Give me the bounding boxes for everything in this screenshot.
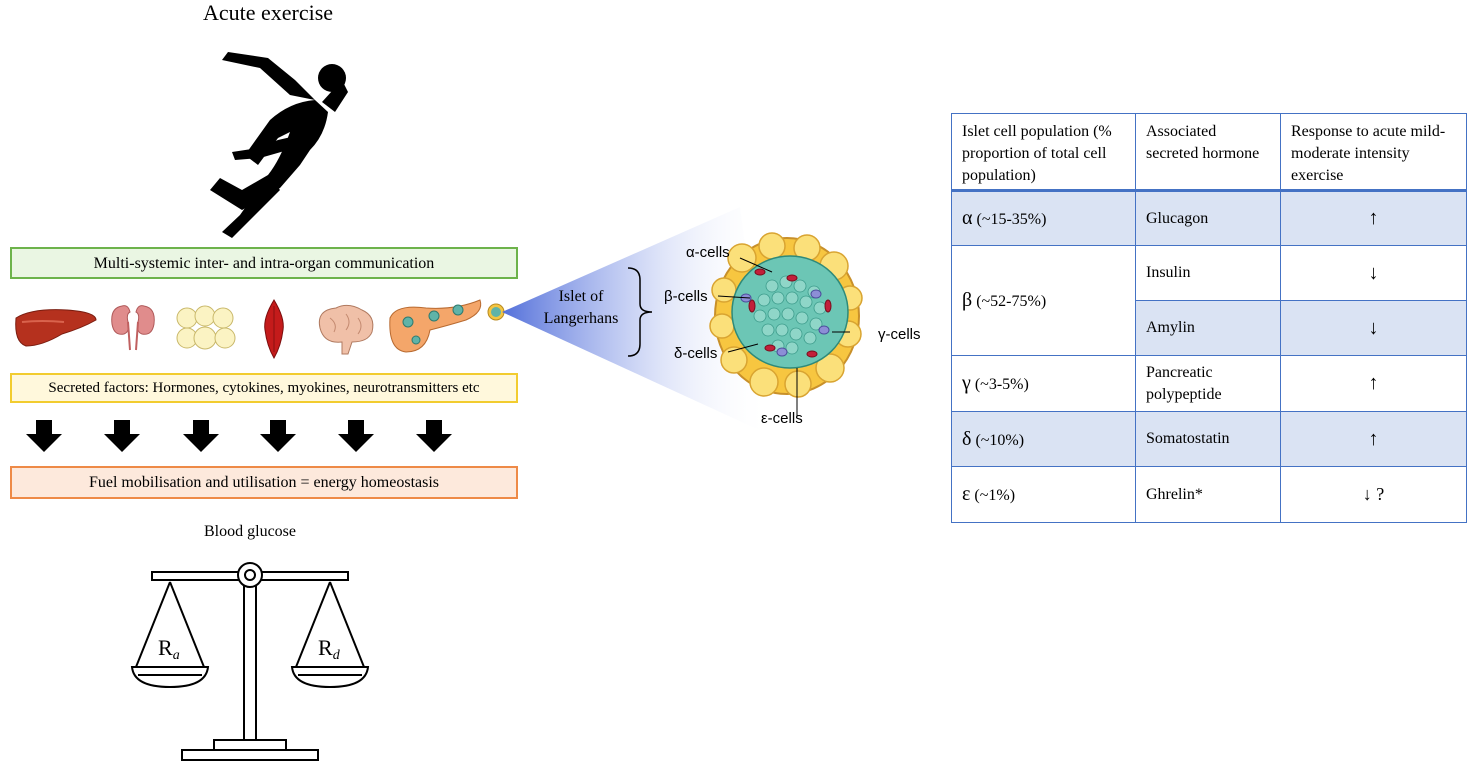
runner-silhouette — [210, 52, 348, 238]
table-row: α (~15-35%) Glucagon ↑ — [951, 190, 1467, 246]
cell-hormone: Somatostatin — [1135, 411, 1281, 467]
cell-population: δ (~10%) — [951, 411, 1136, 467]
cell-response: ↑ — [1280, 355, 1467, 412]
cell-hormone: Amylin — [1135, 300, 1281, 356]
balance-scale: Ra Rd — [130, 562, 370, 761]
column-header-hormone: Associated secreted hormone — [1135, 113, 1281, 192]
down-arrow-icon — [183, 420, 219, 452]
cell-response: ↓ — [1280, 245, 1467, 301]
column-header-response: Response to acute mild-moderate intensit… — [1280, 113, 1467, 192]
kidney-icon — [111, 305, 155, 351]
muscle-icon — [264, 299, 284, 359]
figure-title: Acute exercise — [202, 0, 334, 25]
zoom-beam — [502, 207, 770, 435]
cell-hormone: Insulin — [1135, 245, 1281, 301]
table-row: δ (~10%) Somatostatin ↑ — [951, 411, 1467, 467]
down-arrow-icon — [26, 420, 62, 452]
blood-glucose-label: Blood glucose — [204, 523, 296, 540]
cell-hormone: Ghrelin* — [1135, 466, 1281, 523]
cell-population: α (~15-35%) — [951, 190, 1136, 246]
gamma-cells-label: γ-cells — [878, 326, 921, 343]
islet-bracket — [627, 267, 653, 357]
liver-icon — [15, 309, 97, 347]
cell-hormone: Pancreatic polypeptide — [1135, 355, 1281, 412]
cell-response: ↑ — [1280, 190, 1467, 246]
cell-response: ↑ — [1280, 411, 1467, 467]
column-header-population: Islet cell population (% proportion of t… — [951, 113, 1136, 192]
table-row: Amylin ↓ — [952, 300, 1467, 356]
brain-icon — [318, 304, 374, 355]
fuel-homeostasis-box: Fuel mobilisation and utilisation = ener… — [10, 466, 518, 499]
cell-hormone: Glucagon — [1135, 190, 1281, 246]
down-arrow-icon — [104, 420, 140, 452]
down-arrows — [26, 420, 452, 452]
down-arrow-icon — [260, 420, 296, 452]
beta-cells-label: β-cells — [664, 288, 708, 305]
communication-box: Multi-systemic inter- and intra-organ co… — [10, 247, 518, 279]
cell-response: ↓ ? — [1280, 466, 1467, 523]
rate-disappearance-label: Rd — [318, 635, 341, 663]
islet-diagram — [709, 232, 863, 398]
cell-response: ↓ — [1280, 300, 1467, 356]
epsilon-cells-label: ε-cells — [761, 410, 803, 427]
down-arrow-icon — [416, 420, 452, 452]
table-row: ε (~1%) Ghrelin* ↓ ? — [951, 466, 1467, 523]
cell-population: ε (~1%) — [951, 466, 1136, 523]
delta-cells-label: δ-cells — [674, 345, 718, 362]
islet-label-leaders — [717, 257, 850, 416]
rate-appearance-label: Ra — [158, 635, 180, 663]
table-row: β (~52-75%) Insulin ↓ — [951, 245, 1467, 356]
cell-population: β (~52-75%) — [951, 245, 1136, 356]
table-row: γ (~3-5%) Pancreatic polypeptide ↑ — [951, 355, 1467, 412]
down-arrow-icon — [338, 420, 374, 452]
islet-hormone-table: Islet cell population (% proportion of t… — [951, 113, 1467, 523]
adipose-tissue-icon — [176, 305, 236, 350]
islet-of-langerhans-label: Islet of Langerhans — [543, 288, 619, 327]
islet-small-icon — [487, 303, 505, 321]
alpha-cells-label: α-cells — [686, 244, 730, 261]
secreted-factors-box: Secreted factors: Hormones, cytokines, m… — [10, 373, 518, 403]
pancreas-icon — [389, 299, 482, 353]
table-header-row: Islet cell population (% proportion of t… — [951, 113, 1467, 192]
cell-population: γ (~3-5%) — [951, 355, 1136, 412]
